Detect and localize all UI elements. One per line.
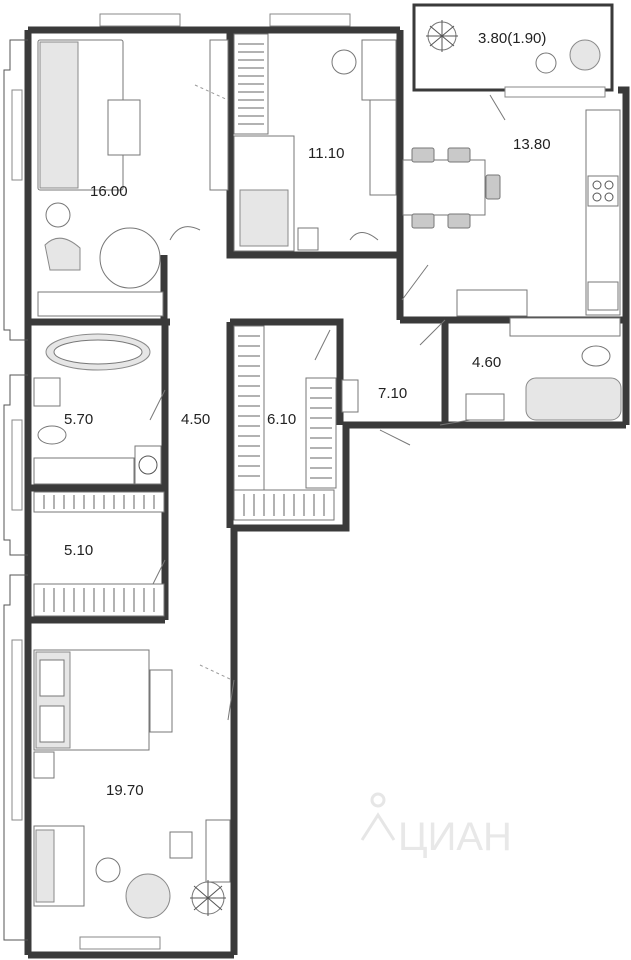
watermark-logo: ЦИАН [360,792,512,859]
kitchen-counter [585,109,621,316]
dining-chair [447,213,471,229]
dressing-rack-bottom [33,583,165,617]
room-area-bathroom-left: 5.70 [64,411,93,428]
wardrobe-right-hangers [310,387,332,479]
sofa-back [39,41,79,189]
blanket [239,189,289,247]
balcony-table [535,52,557,74]
doors [149,94,506,721]
vanity-counter [33,457,135,485]
toilet-left [37,425,67,445]
ottoman [169,831,193,859]
room-area-bedroom-top: 11.10 [308,145,344,162]
room-area-kitchen: 13.80 [513,136,551,153]
room-area-balcony: 3.80(1.90) [478,30,546,47]
desk-chair [331,49,357,75]
plant-icon [426,20,458,52]
dressing-room: 5.10 [33,491,165,617]
balcony: 3.80(1.90) [426,20,601,74]
room-area-corridor: 4.50 [181,411,210,428]
dining-chair [411,147,435,163]
window-sill [37,291,164,317]
master-bedroom: 19.70 [33,649,233,919]
tv-unit [209,39,229,191]
corridor: 4.50 [181,411,210,428]
room-area-living: 16.00 [90,183,128,200]
round-rug [99,227,161,289]
watermark-text: ЦИАН [398,815,512,859]
armchair [44,237,81,271]
wardrobe-room: 6.10 [233,325,337,521]
pillow [39,659,65,697]
hall-center: 7.10 [341,379,407,413]
bedroom-top: 11.10 [233,33,397,252]
dressing-rack-top-hangers [43,495,155,509]
pillow [39,705,65,743]
stove [587,175,619,207]
kitchen-island [456,289,528,317]
dining-chair [447,147,471,163]
bathroom-right: 4.60 [465,317,622,421]
side-table [45,202,71,228]
room-area-hall: 7.10 [378,385,407,402]
wardrobe-bottom-hangers [243,494,325,516]
nightstand [297,227,319,251]
room-area-wardrobe: 6.10 [267,411,296,428]
shelf [369,99,397,196]
bathtub [525,377,622,421]
nightstand [33,751,55,779]
room-area-master-bedroom: 19.70 [106,782,144,799]
dressing-rack-top [33,491,165,513]
wardrobe-hangers [238,43,264,125]
living-room: 16.00 [37,39,229,317]
storage-shelf [509,317,621,337]
dining-chair [411,213,435,229]
kitchen: 13.80 [402,109,621,317]
plant-icon [190,880,226,916]
bench [149,669,173,733]
small-sink [33,377,61,407]
toilet [581,345,611,367]
dining-table [402,159,486,216]
dining-chair [485,174,501,200]
facade-left [3,13,606,950]
bathroom-sink [465,393,505,421]
wardrobe-left-hangers [238,335,260,477]
wardrobe-left-rack [233,325,265,517]
hall-bench [341,379,359,413]
dressing-rack-bottom-hangers [43,588,155,612]
sink [587,281,619,311]
desk [361,39,397,101]
wardrobe-right-rack [305,377,337,489]
room-area-bathroom-right: 4.60 [472,354,501,371]
bathroom-left: 5.70 [33,333,162,485]
room-area-dressing: 5.10 [64,542,93,559]
armchair-round [125,873,171,919]
tv-stand [205,819,231,883]
balcony-chair [569,39,601,71]
coffee-table-round [95,857,121,883]
coffee-table [107,99,141,156]
